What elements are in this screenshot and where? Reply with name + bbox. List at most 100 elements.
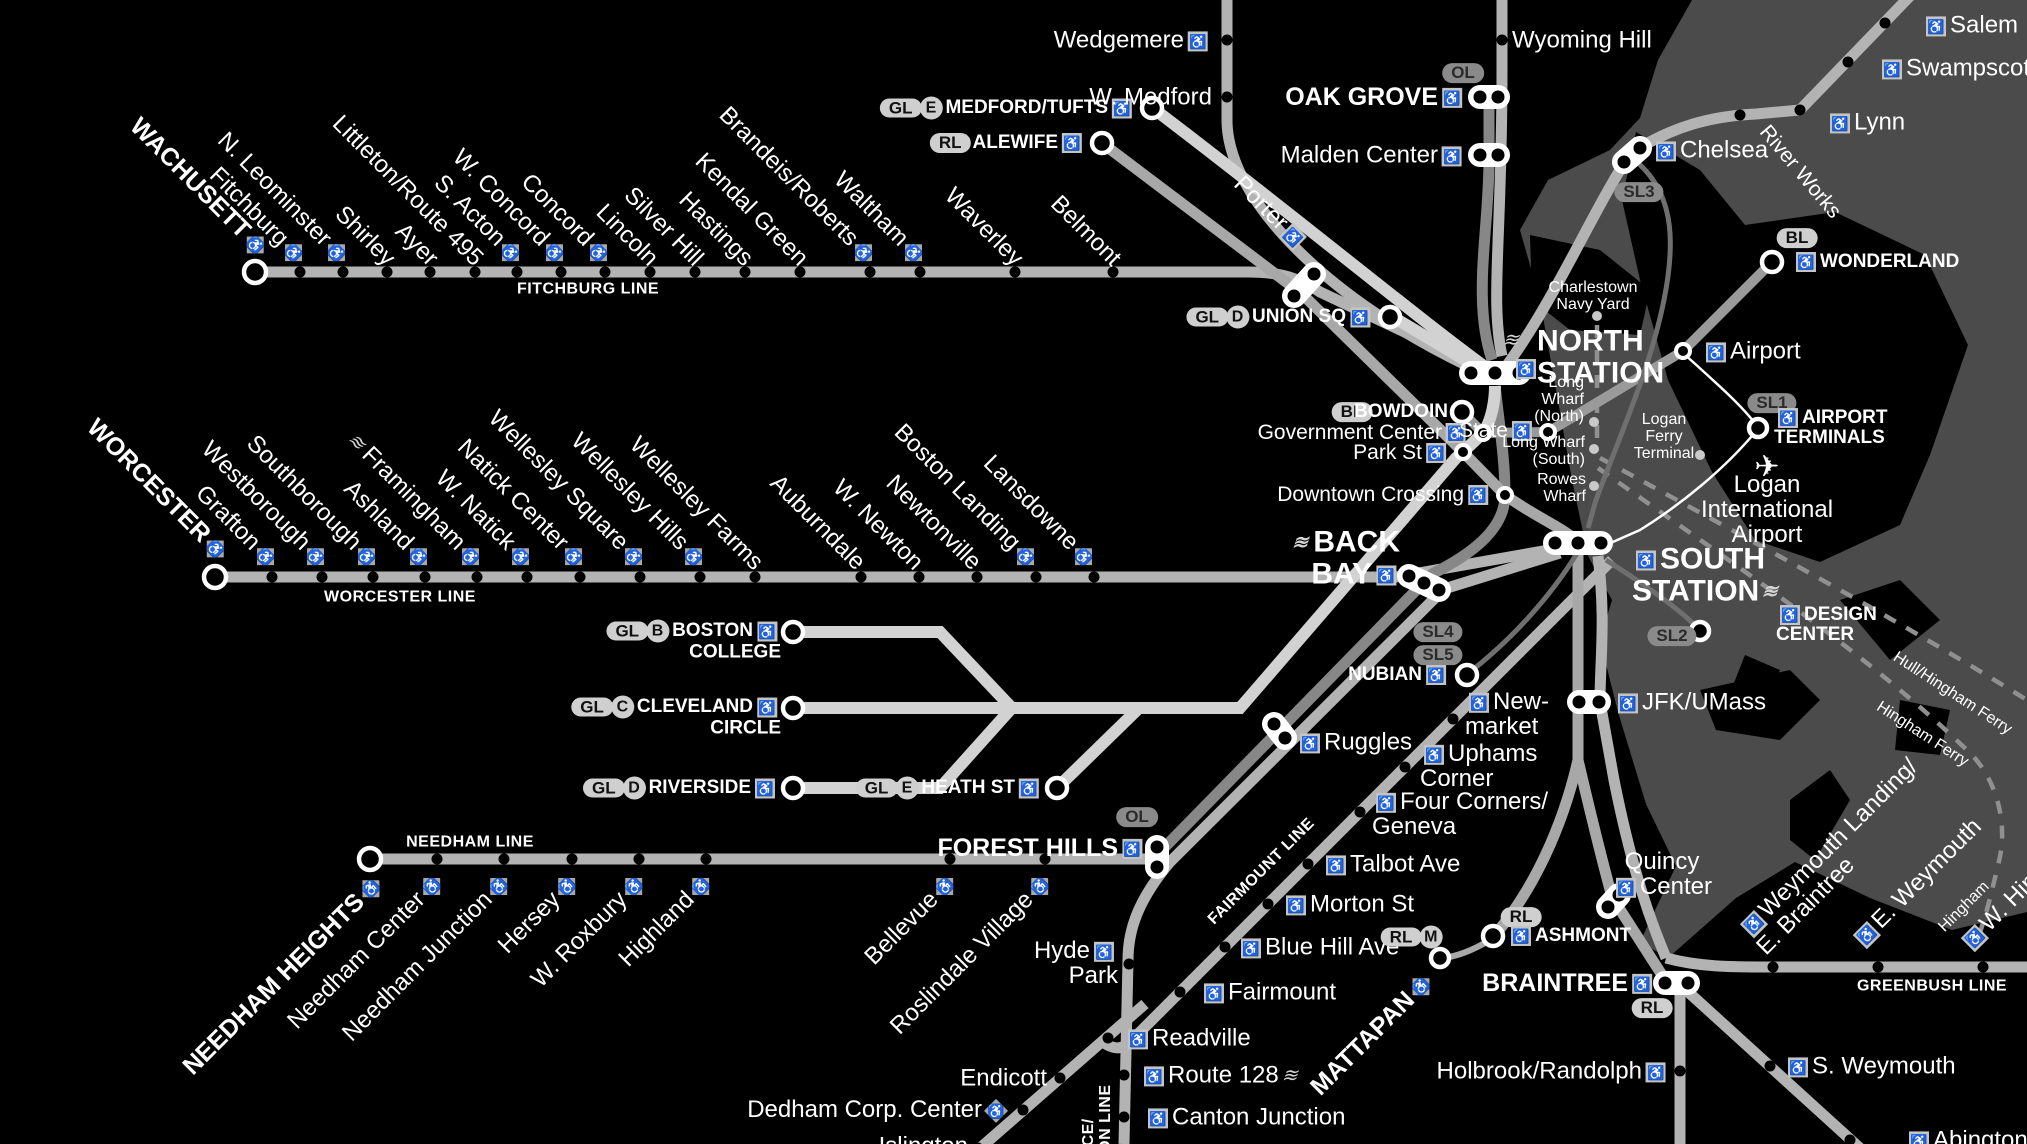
line-badge-gl: GL (571, 697, 613, 717)
wheelchair-icon: ♿ (1780, 605, 1800, 626)
terminal-needham-heights (356, 845, 384, 873)
label-text: GREENBUSH LINE (1856, 977, 2008, 995)
label-text: River Works (1754, 120, 1846, 223)
label-text: SOUTH (1660, 542, 1765, 576)
station-label-porter: Porter♿ (1228, 170, 1313, 255)
station-label-swampscott: ♿Swampscott (1878, 54, 2027, 82)
wheelchair-icon: ♿ (1788, 1057, 1808, 1078)
plane-icon: ✈ (1754, 450, 1780, 484)
label-text: Morton St (1310, 890, 1415, 918)
label-text: ALEWIFE (972, 132, 1059, 154)
label-text: PROVIDENCE/ (1080, 1118, 1097, 1144)
badge-ol-oak-grove: OL (1440, 63, 1486, 83)
label-text: COLLEGE (689, 641, 781, 663)
branch-letter-badge-e: E (895, 776, 919, 800)
amtrak-icon: ≋ (1500, 330, 1524, 352)
station-label-morton-st: ♿Morton St (1282, 890, 1415, 918)
dot-logan-ferry-terminal (1695, 450, 1705, 460)
water-layer (1520, 0, 2027, 958)
label-text: BACK (1313, 525, 1400, 559)
label-text: CENTER (1776, 624, 1855, 646)
line-badge-rl: RL (1500, 907, 1542, 927)
label-text: Talbot Ave (1350, 850, 1461, 878)
wheelchair-icon: ♿ (1656, 141, 1676, 162)
line-badge-gl: GL (1186, 307, 1229, 327)
branch-letter-badge-m: M (1419, 925, 1443, 949)
wheelchair-icon: ♿ (1424, 744, 1444, 765)
label-text: Wyoming Hill (1512, 26, 1652, 54)
silver-sl2-path (1604, 557, 1700, 630)
wheelchair-icon: ♿ (1426, 443, 1446, 464)
line-badge-sl5: SL5 (1413, 645, 1463, 665)
label-text: Long Wharf (1502, 434, 1585, 452)
label-text: UNION SQ (1252, 306, 1346, 328)
wheelchair-icon: ♿ (1204, 983, 1224, 1004)
station-label-government-center: Government Center♿ (1258, 421, 1470, 444)
station-label-wonderland: ♿WONDERLAND (1792, 252, 1959, 272)
badge-sl5: SL5 (1411, 645, 1464, 665)
wheelchair-icon: ♿ (1469, 692, 1489, 713)
wheelchair-icon: ♿ (1778, 408, 1798, 429)
line-label-needham: NEEDHAM LINE (406, 833, 534, 852)
station-label-wyoming-hill: Wyoming Hill (1512, 27, 1652, 52)
wheelchair-icon: ♿ (1632, 974, 1652, 995)
terminal-riverside (780, 775, 806, 801)
branch-letter-badge-c: C (610, 695, 634, 719)
label-text: TERMINALS (1774, 427, 1885, 449)
label-text: New- (1493, 687, 1550, 715)
wheelchair-icon: ♿ (1706, 342, 1726, 363)
badge-bl-wonderland: BL (1775, 228, 1820, 248)
line-badge-bl: BL (1776, 228, 1818, 248)
station-label-ruggles: ♿Ruggles (1296, 729, 1412, 755)
franklin-line-path (976, 999, 1149, 1144)
silver-sl45-path (1468, 543, 1585, 674)
wheelchair-icon: ♿ (1426, 665, 1446, 685)
label-text: Swampscott (1906, 54, 2027, 82)
label-text: Hingham Ferry (1873, 698, 1972, 771)
interchange-south-station (1543, 531, 1613, 555)
label-text: Porter (1228, 170, 1294, 236)
label-text: Park St (1353, 440, 1422, 464)
terminal-nubian (1454, 662, 1480, 688)
branch-letter-badge-d: D (1226, 305, 1250, 329)
station-label-bellevue: Bellevue♿ (859, 867, 963, 970)
dorchester-land (1700, 670, 1820, 740)
worcester-line-path (215, 542, 1561, 583)
fore-river-land (1790, 770, 1850, 860)
label-text: FITCHBURG LINE (516, 280, 660, 298)
sw-corridor-cr-path (1118, 547, 1562, 1144)
label-text: Dedham Corp. Center (747, 1096, 982, 1124)
ferry-dots (1589, 311, 1983, 945)
plane-icon-logan: ✈ (1754, 451, 1779, 483)
wheelchair-icon: ♿ (1112, 98, 1132, 118)
label-text: DESIGN (1804, 604, 1877, 626)
wheelchair-icon: ♿ (1516, 359, 1536, 379)
wheelchair-icon: ♿ (757, 697, 777, 718)
branch-letter-badge-d: D (622, 776, 646, 800)
line-badge-ol: OL (1442, 63, 1484, 83)
label-text: STATION (1632, 574, 1760, 607)
wheelchair-icon: ♿ (1882, 59, 1902, 80)
label-text: WONDERLAND (1820, 251, 1960, 273)
wheelchair-icon: ♿ (1188, 31, 1208, 52)
label-text: (North) (1534, 407, 1584, 425)
east-boston-land (1622, 132, 1968, 562)
dot-long-wharf-north (1589, 417, 1599, 427)
station-label-four-corners-geneva: ♿Four Corners/Geneva (1372, 789, 1548, 839)
label-text: Blue Hill Ave (1265, 933, 1400, 961)
wheelchair-icon: ♿ (1350, 307, 1370, 327)
terminal-wachusett (241, 258, 269, 286)
label-text: MEDFORD/TUFTS (945, 97, 1108, 119)
ferry-hingham-route (1596, 466, 2005, 939)
label-text: OAK GROVE (1285, 82, 1438, 111)
station-label-river-works: River Works (1754, 120, 1846, 223)
label-text: BAY (1311, 557, 1372, 590)
label-text: NEEDHAM LINE (406, 833, 534, 851)
line-badge-gl: GL (606, 621, 649, 641)
wheelchair-icon: ♿ (1376, 565, 1396, 586)
terminal-markers (201, 95, 1785, 970)
wheelchair-icon: ♿ (1618, 693, 1638, 714)
